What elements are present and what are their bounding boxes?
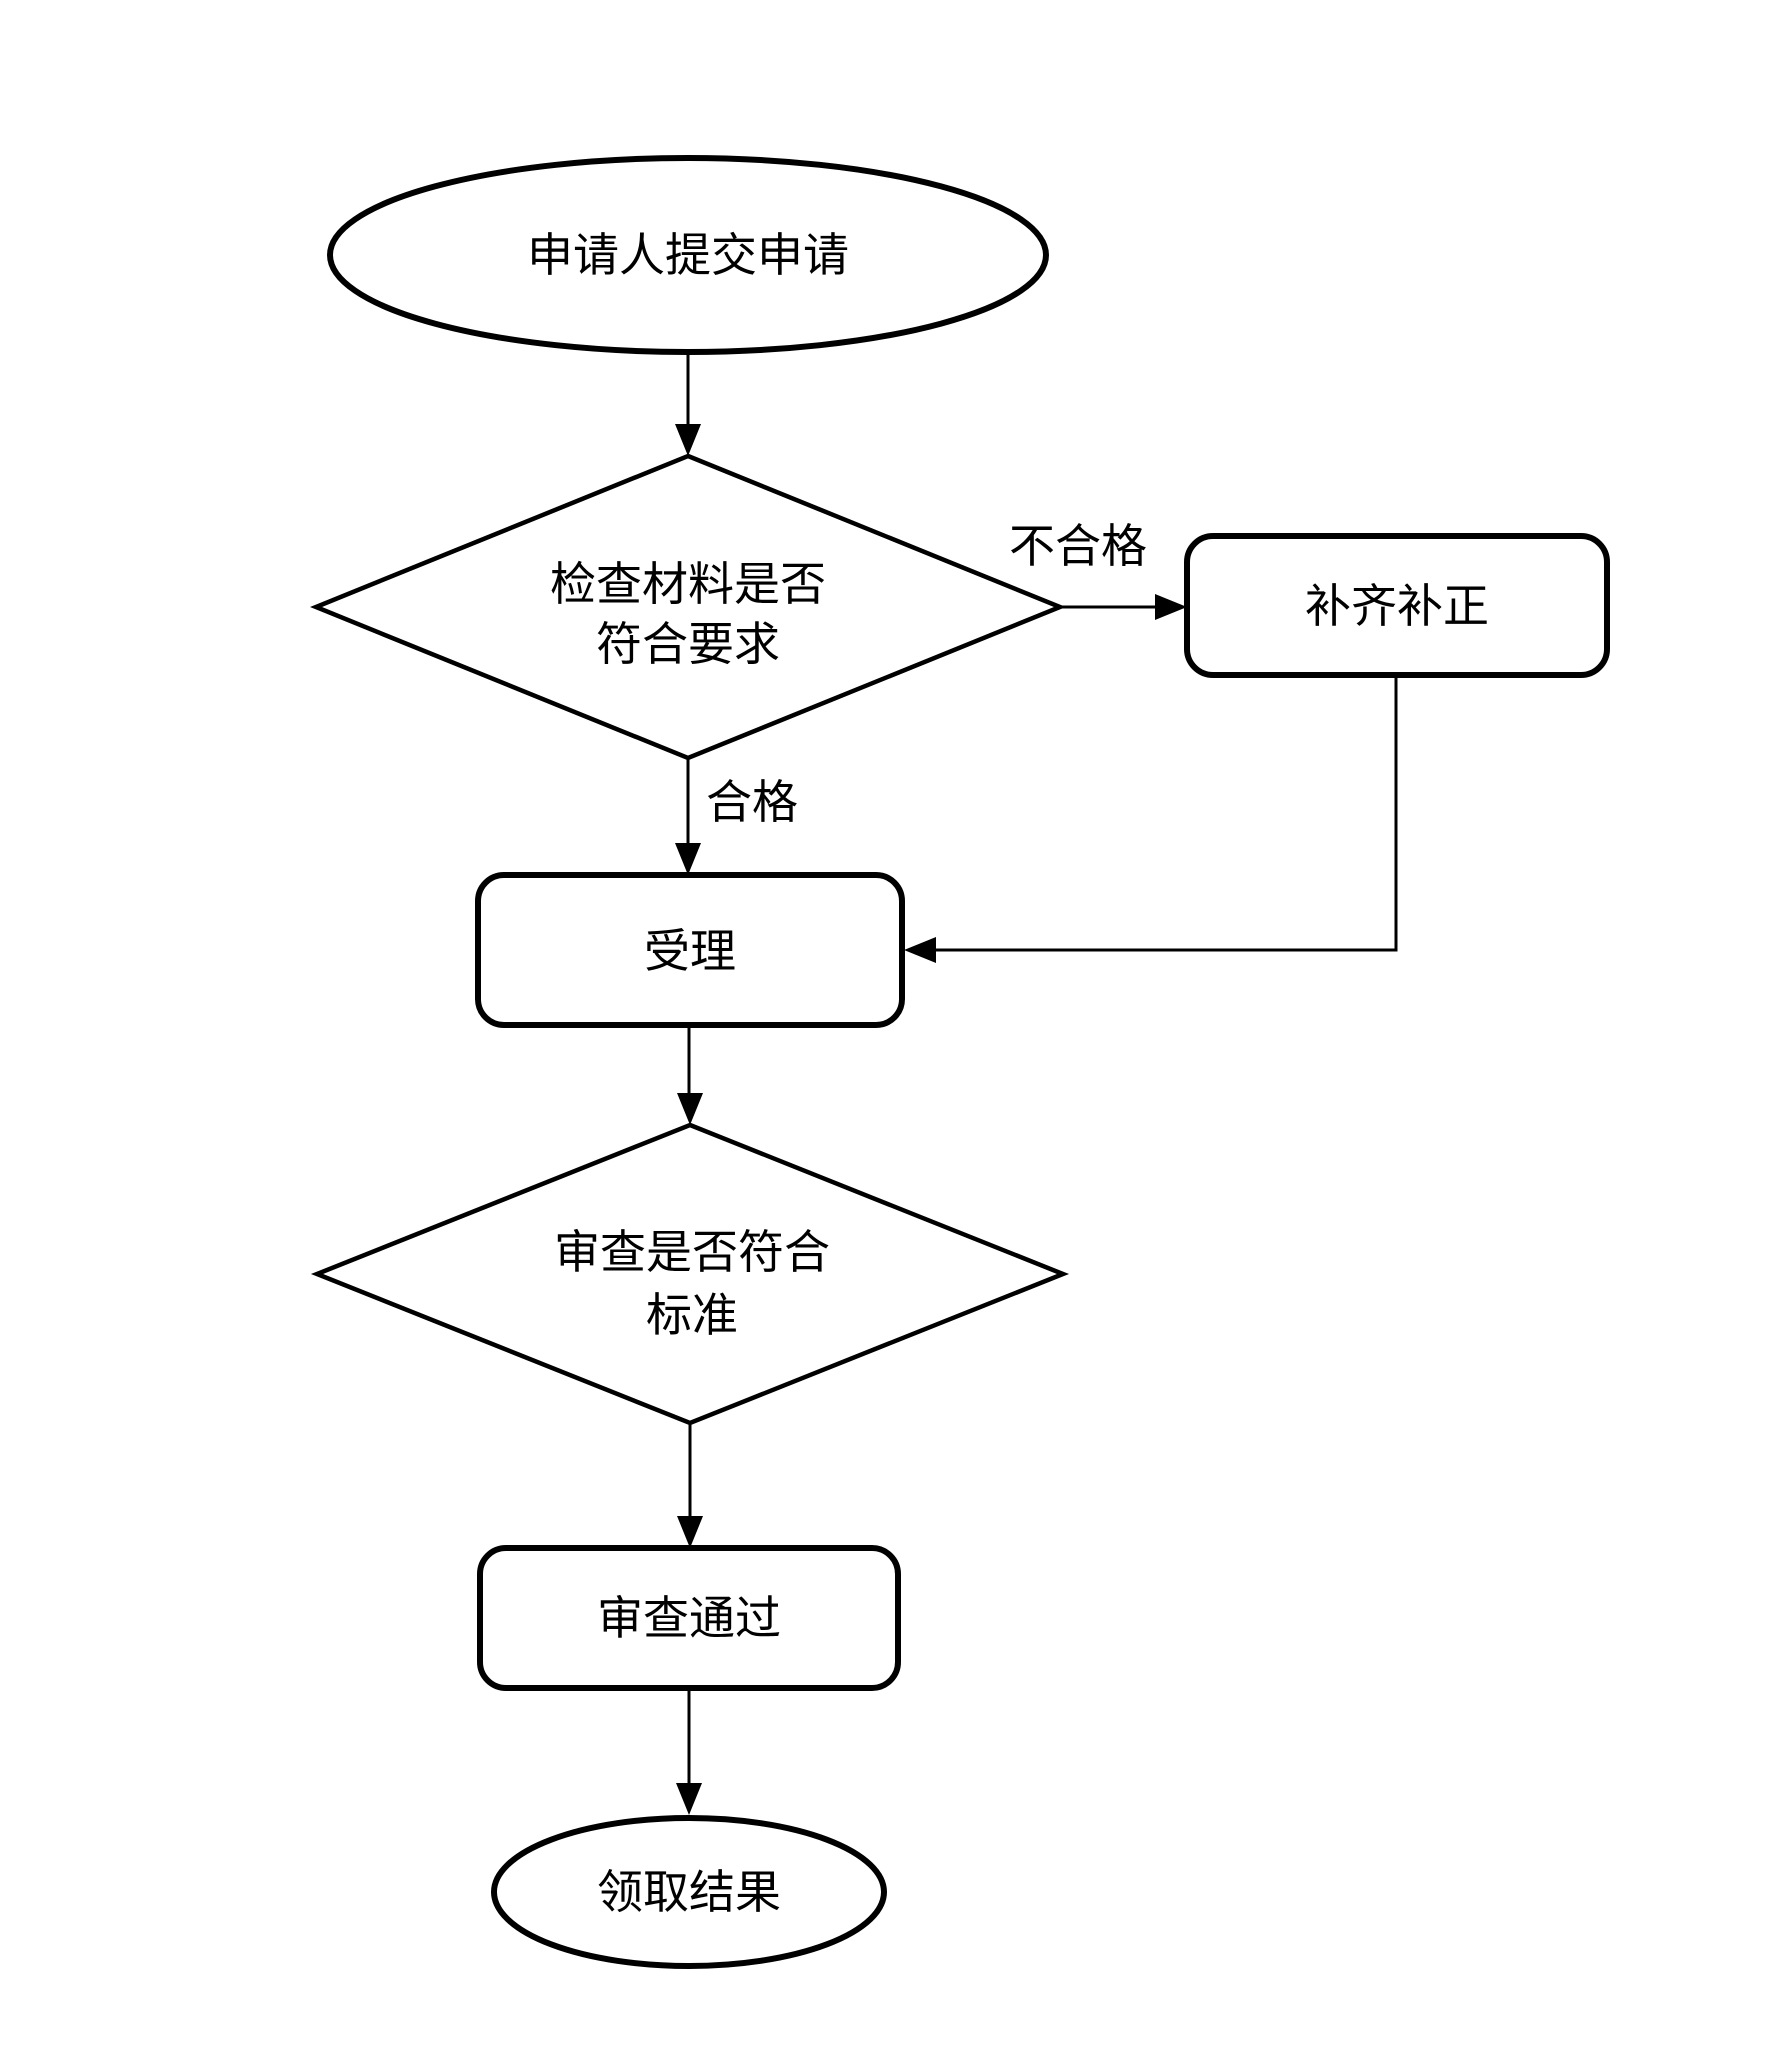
- arrow-down-icon: [676, 1783, 702, 1815]
- arrow-right-icon: [1155, 594, 1187, 620]
- start-ellipse: [327, 155, 1049, 355]
- arrow-left-icon: [904, 937, 936, 963]
- node-end: 领取结果: [491, 1815, 887, 1969]
- node-review: 审查是否符合 标准: [310, 1122, 1070, 1426]
- pass-label: 审查通过: [597, 1591, 781, 1645]
- arrow-down-icon: [677, 1516, 703, 1548]
- review-label-line2: 标准: [646, 1288, 738, 1342]
- edge-review-to-pass: [677, 1423, 703, 1548]
- node-accept: 受理: [475, 872, 905, 1028]
- supplement-label: 补齐补正: [1305, 579, 1489, 633]
- check-label-line2: 符合要求: [596, 617, 780, 671]
- node-check: 检查材料是否 符合要求: [310, 453, 1066, 761]
- edge-start-to-check: [675, 353, 701, 456]
- edge-polyline: [934, 675, 1398, 952]
- node-start: 申请人提交申请: [327, 155, 1049, 355]
- edge-check-to-accept: [675, 758, 701, 875]
- check-label-line1: 检查材料是否: [550, 557, 826, 611]
- edge-accept-to-review: [677, 1025, 703, 1125]
- arrow-down-icon: [677, 1093, 703, 1125]
- node-supplement: 补齐补正: [1184, 533, 1610, 678]
- node-pass: 审查通过: [477, 1545, 901, 1691]
- accept-label: 受理: [644, 924, 736, 978]
- arrow-down-icon: [675, 424, 701, 456]
- edge-label-ok: 合格: [706, 775, 798, 829]
- review-label-line1: 审查是否符合: [554, 1225, 830, 1279]
- edge-pass-to-end: [676, 1688, 702, 1815]
- arrow-down-icon: [675, 843, 701, 875]
- edge-supplement-to-accept: [904, 675, 1398, 963]
- edge-check-to-supplement: [1060, 594, 1187, 620]
- end-label: 领取结果: [597, 1865, 781, 1919]
- end-ellipse: [491, 1815, 887, 1969]
- edge-label-fail: 不合格: [1009, 519, 1147, 573]
- start-label: 申请人提交申请: [527, 228, 849, 282]
